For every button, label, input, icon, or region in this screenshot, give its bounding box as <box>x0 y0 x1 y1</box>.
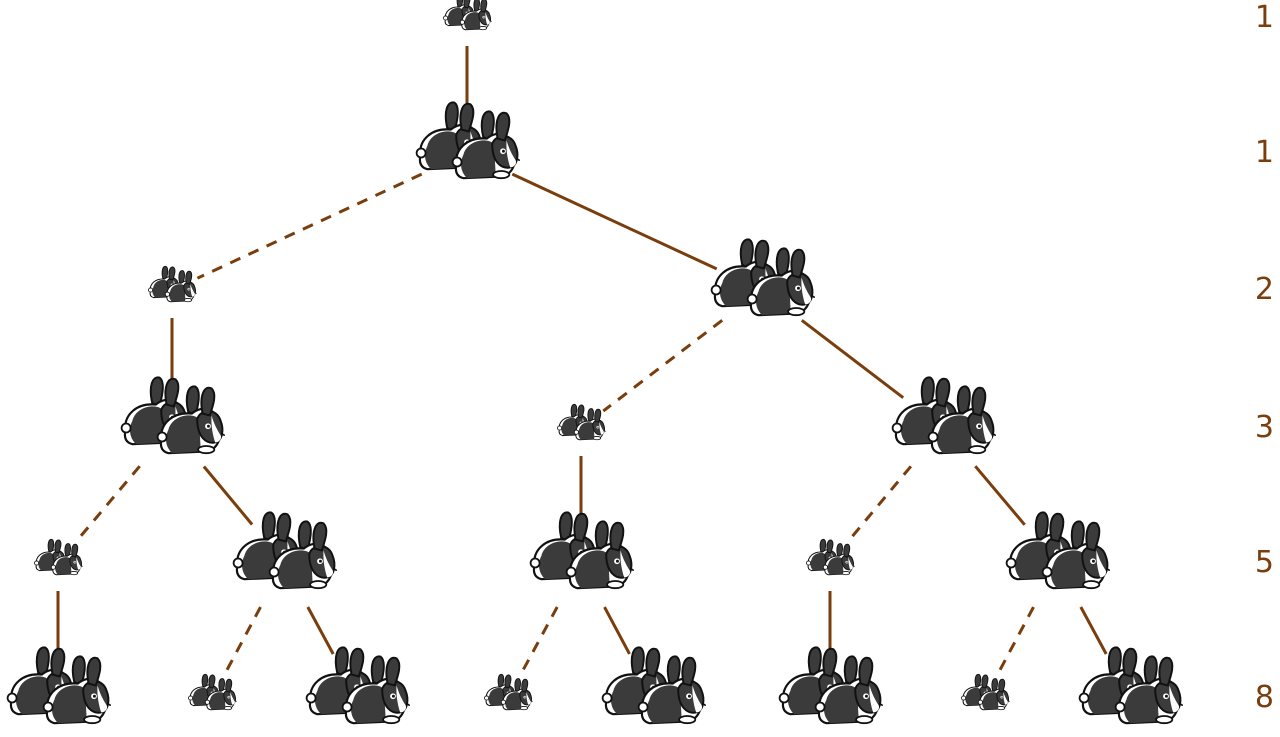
offspring-link <box>74 465 141 543</box>
generation-count-label: 8 <box>1254 680 1274 715</box>
ages-link <box>511 172 718 271</box>
rabbit-pair-young-icon <box>148 266 196 301</box>
rabbit-pair-adult-icon <box>122 377 225 453</box>
offspring-link <box>223 606 262 675</box>
ages-link <box>306 606 335 655</box>
offspring-link <box>519 606 559 675</box>
generation-count-label: 1 <box>1254 0 1274 35</box>
rabbit-pair-adult-icon <box>234 512 337 588</box>
links-layer <box>56 46 1108 675</box>
rabbit-pair-young-icon <box>443 0 491 30</box>
ages-link <box>974 465 1026 526</box>
offspring-link <box>602 319 724 413</box>
generation-count-label: 2 <box>1254 272 1274 307</box>
rabbit-pair-adult-icon <box>712 239 815 315</box>
offspring-link <box>196 172 423 280</box>
rabbit-pair-adult-icon <box>780 647 883 723</box>
ages-link <box>800 319 905 399</box>
rabbit-pair-young-icon <box>484 674 532 709</box>
rabbit-pair-adult-icon <box>603 647 706 723</box>
nodes-layer <box>8 0 1183 723</box>
rabbit-pair-young-icon <box>34 539 82 574</box>
rabbit-pair-young-icon <box>806 539 854 574</box>
ages-link <box>1079 606 1108 655</box>
rabbit-pair-young-icon <box>188 674 236 709</box>
rabbit-pair-adult-icon <box>307 647 410 723</box>
ages-link <box>202 465 254 526</box>
rabbit-pair-adult-icon <box>1080 647 1183 723</box>
generation-count-label: 1 <box>1254 135 1274 170</box>
ages-link <box>603 606 631 655</box>
rabbit-pair-adult-icon <box>417 102 520 178</box>
offspring-link <box>846 465 913 543</box>
rabbit-pair-young-icon <box>557 404 605 439</box>
rabbit-pair-young-icon <box>961 674 1009 709</box>
rabbit-pair-adult-icon <box>893 377 996 453</box>
rabbit-pair-adult-icon <box>531 512 634 588</box>
rabbit-pair-adult-icon <box>8 647 111 723</box>
offspring-link <box>996 606 1035 675</box>
generation-count-label: 3 <box>1254 410 1274 445</box>
generation-count-label: 5 <box>1254 545 1274 580</box>
